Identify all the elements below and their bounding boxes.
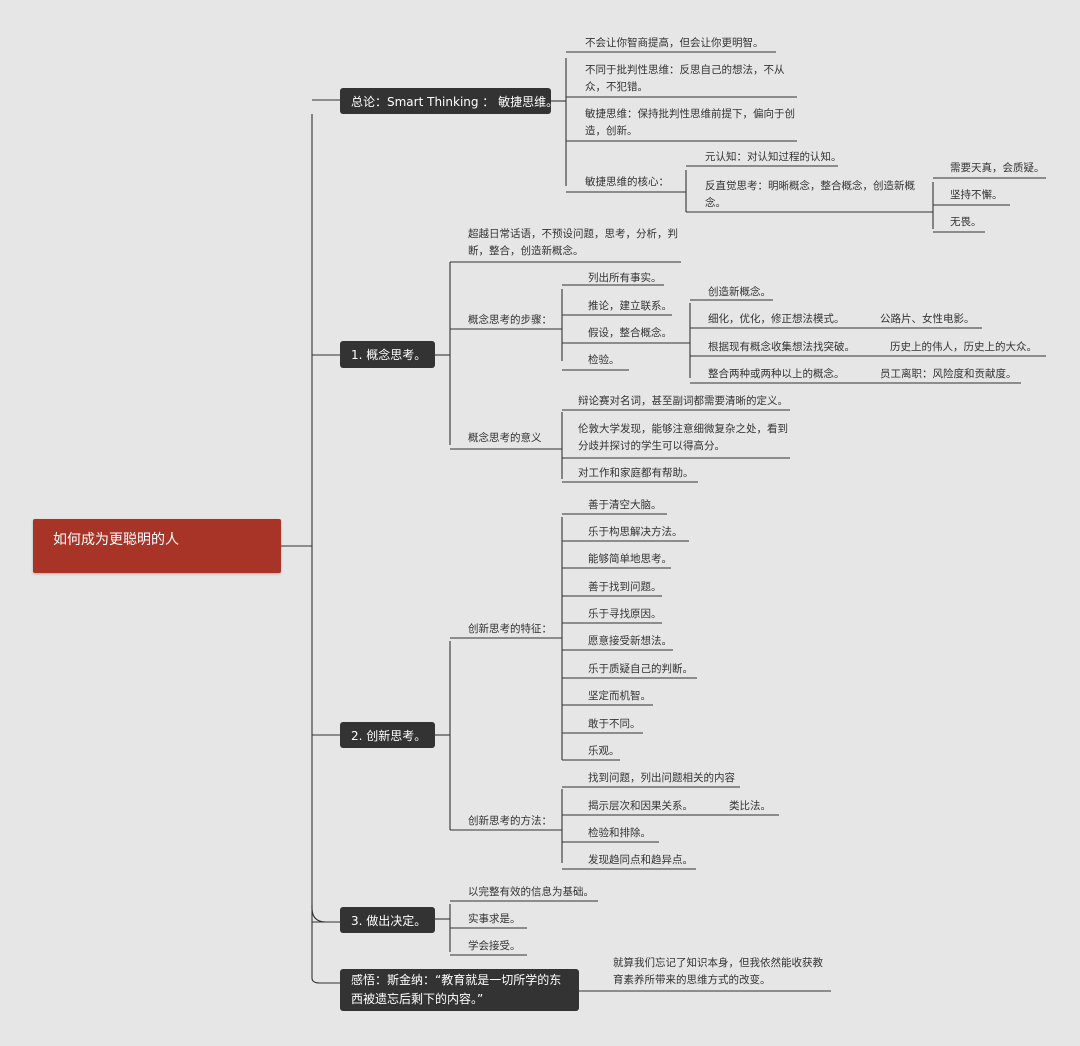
topic-decide-label: 3. 做出决定。 bbox=[351, 913, 427, 928]
node-text[interactable]: 不同于批判性思维：反思自己的想法，不从众，不犯错。 bbox=[585, 64, 785, 93]
node-text[interactable]: 公路片、女性电影。 bbox=[880, 313, 975, 325]
node-text[interactable]: 善于找到问题。 bbox=[588, 581, 662, 593]
node-text[interactable]: 以完整有效的信息为基础。 bbox=[468, 886, 594, 898]
node-text[interactable]: 乐于寻找原因。 bbox=[588, 608, 662, 620]
topic-general[interactable]: 总论：Smart Thinking ： 敏捷思维。 bbox=[340, 88, 558, 114]
node-text[interactable]: 辩论赛对名词，甚至副词都需要清晰的定义。 bbox=[578, 395, 788, 407]
node-text[interactable]: 敏捷思维：保持批判性思维前提下，偏向于创造，创新。 bbox=[585, 108, 795, 137]
node-text[interactable]: 就算我们忘记了知识本身，但我依然能收获教育素养所带来的思维方式的改变。 bbox=[613, 957, 823, 986]
node-text[interactable]: 根据现有概念收集想法找突破。 bbox=[708, 341, 855, 353]
node-text[interactable]: 整合两种或两种以上的概念。 bbox=[708, 368, 845, 380]
root-title: 如何成为更聪明的人 bbox=[53, 532, 179, 548]
node-text[interactable]: 不会让你智商提高，但会让你更明智。 bbox=[585, 37, 764, 49]
node-text[interactable]: 概念思考的步骤： bbox=[468, 314, 552, 326]
node-text[interactable]: 善于清空大脑。 bbox=[588, 499, 662, 511]
node-text[interactable]: 细化，优化，修正想法模式。 bbox=[708, 313, 845, 325]
topic-creative-label: 2. 创新思考。 bbox=[351, 728, 427, 743]
node-text[interactable]: 员工离职：风险度和贡献度。 bbox=[880, 368, 1017, 380]
topic-decide[interactable]: 3. 做出决定。 bbox=[340, 907, 435, 933]
node-text[interactable]: 坚定而机智。 bbox=[588, 690, 651, 702]
node-text[interactable]: 创新思考的特征： bbox=[468, 623, 552, 635]
topic-creative-thinking[interactable]: 2. 创新思考。 bbox=[340, 722, 435, 748]
node-text[interactable]: 类比法。 bbox=[729, 800, 771, 812]
node-text[interactable]: 学会接受。 bbox=[468, 940, 521, 952]
topic-concept-label: 1. 概念思考。 bbox=[351, 348, 427, 362]
node-text[interactable]: 找到问题，列出问题相关的内容 bbox=[588, 772, 735, 784]
node-text[interactable]: 揭示层次和因果关系。 bbox=[588, 800, 693, 812]
node-text[interactable]: 敢于不同。 bbox=[588, 718, 641, 730]
node-text[interactable]: 实事求是。 bbox=[468, 913, 521, 925]
node-text[interactable]: 概念思考的意义 bbox=[468, 432, 542, 444]
node-text[interactable]: 检验。 bbox=[588, 354, 620, 366]
node-text[interactable]: 愿意接受新想法。 bbox=[588, 635, 672, 647]
topic-insight-label: 感悟：斯金纳：“教育就是一切所学的东西被遗忘后剩下的内容。” bbox=[351, 973, 562, 1006]
node-text[interactable]: 创造新概念。 bbox=[708, 286, 771, 298]
node-text[interactable]: 推论，建立联系。 bbox=[588, 300, 672, 312]
node-text[interactable]: 坚持不懈。 bbox=[950, 189, 1003, 201]
topic-concept-thinking[interactable]: 1. 概念思考。 bbox=[340, 341, 435, 368]
topic-insight[interactable]: 感悟：斯金纳：“教育就是一切所学的东西被遗忘后剩下的内容。” bbox=[340, 969, 579, 1011]
root-topic[interactable]: 如何成为更聪明的人 bbox=[33, 519, 281, 573]
node-text[interactable]: 乐观。 bbox=[588, 745, 620, 757]
node-text[interactable]: 伦敦大学发现，能够注意细微复杂之处，看到分歧并探讨的学生可以得高分。 bbox=[578, 423, 788, 452]
node-text[interactable]: 对工作和家庭都有帮助。 bbox=[578, 467, 694, 479]
node-text[interactable]: 无畏。 bbox=[950, 216, 982, 228]
node-text[interactable]: 能够简单地思考。 bbox=[588, 553, 672, 565]
node-text[interactable]: 发现趋同点和趋异点。 bbox=[588, 854, 693, 866]
node-text[interactable]: 乐于质疑自己的判断。 bbox=[588, 663, 693, 675]
node-text[interactable]: 超越日常话语，不预设问题，思考，分析，判断，整合，创造新概念。 bbox=[468, 228, 678, 257]
node-text[interactable]: 历史上的伟人，历史上的大众。 bbox=[890, 341, 1037, 353]
node-text[interactable]: 假设，整合概念。 bbox=[588, 327, 672, 339]
node-text[interactable]: 检验和排除。 bbox=[588, 827, 651, 839]
node-text[interactable]: 敏捷思维的核心： bbox=[585, 176, 669, 188]
node-text[interactable]: 创新思考的方法： bbox=[468, 815, 552, 827]
node-text[interactable]: 乐于构思解决方法。 bbox=[588, 526, 683, 538]
node-text[interactable]: 需要天真，会质疑。 bbox=[950, 162, 1045, 174]
node-text[interactable]: 列出所有事实。 bbox=[588, 272, 662, 284]
topic-general-label: 总论：Smart Thinking ： 敏捷思维。 bbox=[351, 94, 559, 109]
node-text[interactable]: 元认知：对认知过程的认知。 bbox=[705, 151, 842, 163]
node-text[interactable]: 反直觉思考：明晰概念，整合概念，创造新概念。 bbox=[705, 180, 915, 209]
